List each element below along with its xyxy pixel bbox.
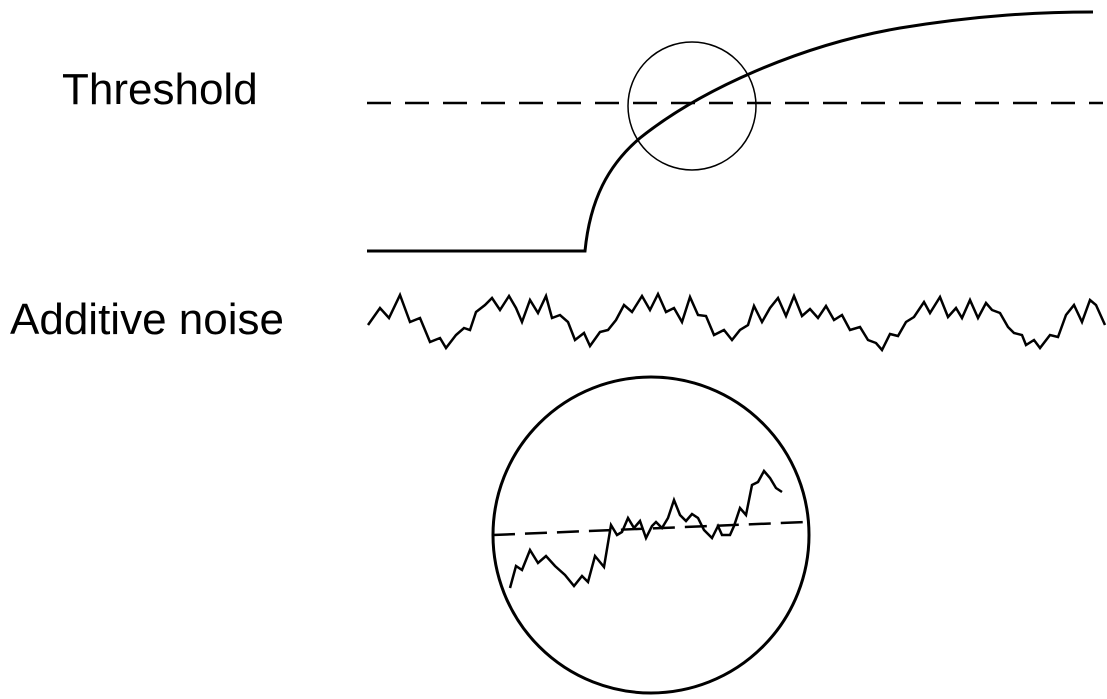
additive-noise-label: Additive noise xyxy=(10,295,284,344)
magnified-view-circle xyxy=(491,375,811,695)
signal-curve xyxy=(367,10,1094,253)
magnified-noise-trace xyxy=(508,468,783,589)
crossing-highlight-circle xyxy=(627,41,757,171)
magnified-threshold-line xyxy=(492,520,807,537)
noise-trace xyxy=(366,291,1107,353)
threshold-label: Threshold xyxy=(62,65,258,114)
